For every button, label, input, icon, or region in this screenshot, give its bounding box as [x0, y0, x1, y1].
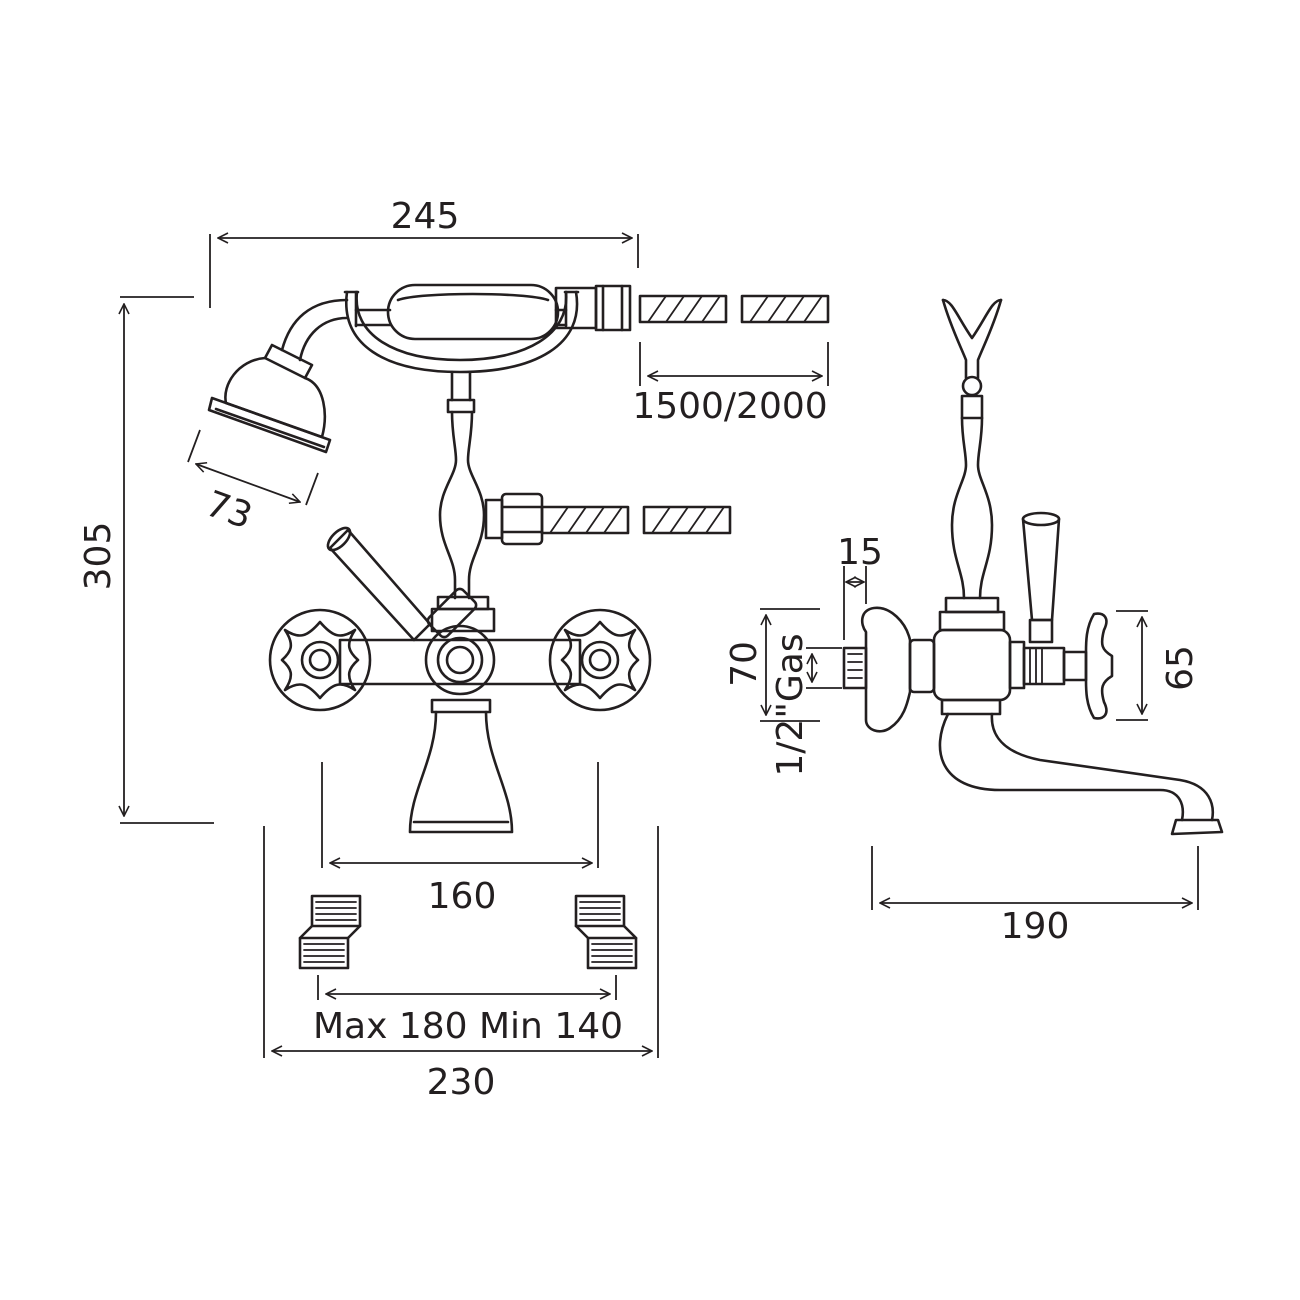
- dim-label-230: 230: [427, 1062, 496, 1103]
- dimension-1500-2000: 1500/2000: [632, 342, 829, 427]
- dimension-15: 15: [837, 532, 883, 640]
- dim-label-73: 73: [200, 483, 257, 537]
- shower-head: [207, 298, 349, 454]
- dimension-70: 70: [724, 608, 820, 722]
- side-hose: [540, 505, 732, 535]
- dim-label-inlet-thread: 1/2"Gas: [770, 633, 811, 776]
- dim-label-15: 15: [837, 532, 883, 573]
- dim-label-connection-range: Max 180 Min 140: [313, 1006, 623, 1047]
- dim-label-160: 160: [428, 876, 497, 917]
- right-cross-handle: [548, 608, 652, 712]
- shower-hose: [638, 294, 830, 324]
- dim-label-305: 305: [78, 522, 119, 591]
- shower-fork: [941, 298, 1003, 600]
- mixer-body: [338, 595, 582, 834]
- dimension-305: 305: [78, 296, 214, 824]
- handset-cradle: [343, 290, 580, 374]
- front-view: 245 1500/2000 73 305 160: [78, 196, 830, 1103]
- side-handle: [1008, 511, 1114, 720]
- dimension-73: 73: [187, 429, 319, 538]
- dimension-190: 190: [871, 846, 1199, 947]
- wall-connector-right: [574, 894, 638, 970]
- dimension-gas: 1/2"Gas: [770, 633, 842, 777]
- spout: [938, 712, 1224, 836]
- dimension-max-min: Max 180 Min 140: [313, 975, 623, 1047]
- dimension-160: 160: [321, 762, 599, 917]
- side-mixer-body: [842, 596, 1012, 733]
- dim-label-190: 190: [1001, 906, 1070, 947]
- dimension-230: 230: [263, 826, 659, 1103]
- dimension-65: 65: [1116, 610, 1201, 721]
- dimension-245: 245: [209, 196, 639, 308]
- side-view: 15 70 1/2"Gas 65 190: [724, 298, 1224, 947]
- riser-column: [438, 370, 544, 600]
- left-cross-handle: [268, 608, 372, 712]
- dim-label-245: 245: [391, 196, 460, 237]
- dim-label-70: 70: [724, 641, 765, 687]
- dim-label-hose-length: 1500/2000: [632, 386, 827, 427]
- wall-connector-left: [298, 894, 362, 970]
- dim-label-65: 65: [1160, 645, 1201, 691]
- handset-body: [386, 283, 632, 341]
